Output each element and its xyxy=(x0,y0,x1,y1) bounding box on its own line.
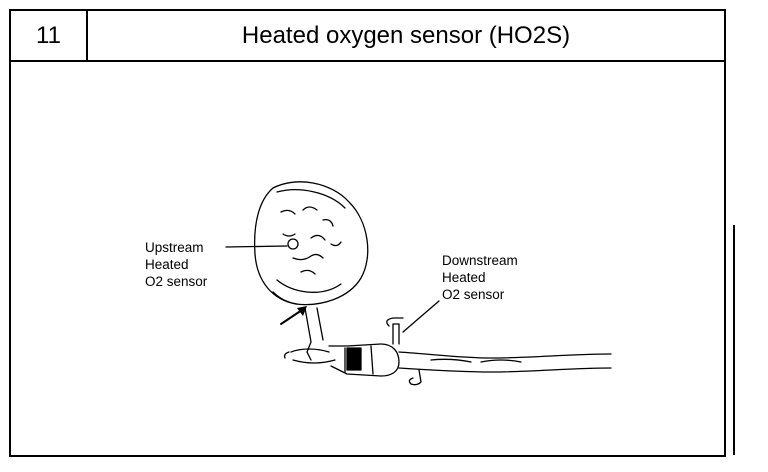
upstream-label-line-1: Upstream xyxy=(145,240,204,255)
exhaust-system-drawing xyxy=(225,181,612,386)
upstream-label-line-3: O2 sensor xyxy=(145,274,208,289)
engine-block xyxy=(253,181,369,306)
upstream-label-line-2: Heated xyxy=(145,257,189,272)
figure-number: 11 xyxy=(11,11,88,60)
figure-title: Heated oxygen sensor (HO2S) xyxy=(241,21,571,49)
arrow-head-icon xyxy=(297,306,307,316)
downstream-label-line-1: Downstream xyxy=(442,253,518,268)
catalytic-converter xyxy=(328,343,400,377)
downstream-label-line-3: O2 sensor xyxy=(442,287,505,302)
figure-frame: 11 Heated oxygen sensor (HO2S) xyxy=(9,9,726,457)
page-edge-line xyxy=(733,225,735,455)
downstream-label-line-2: Heated xyxy=(442,270,486,285)
figure-header: 11 Heated oxygen sensor (HO2S) xyxy=(11,11,724,62)
